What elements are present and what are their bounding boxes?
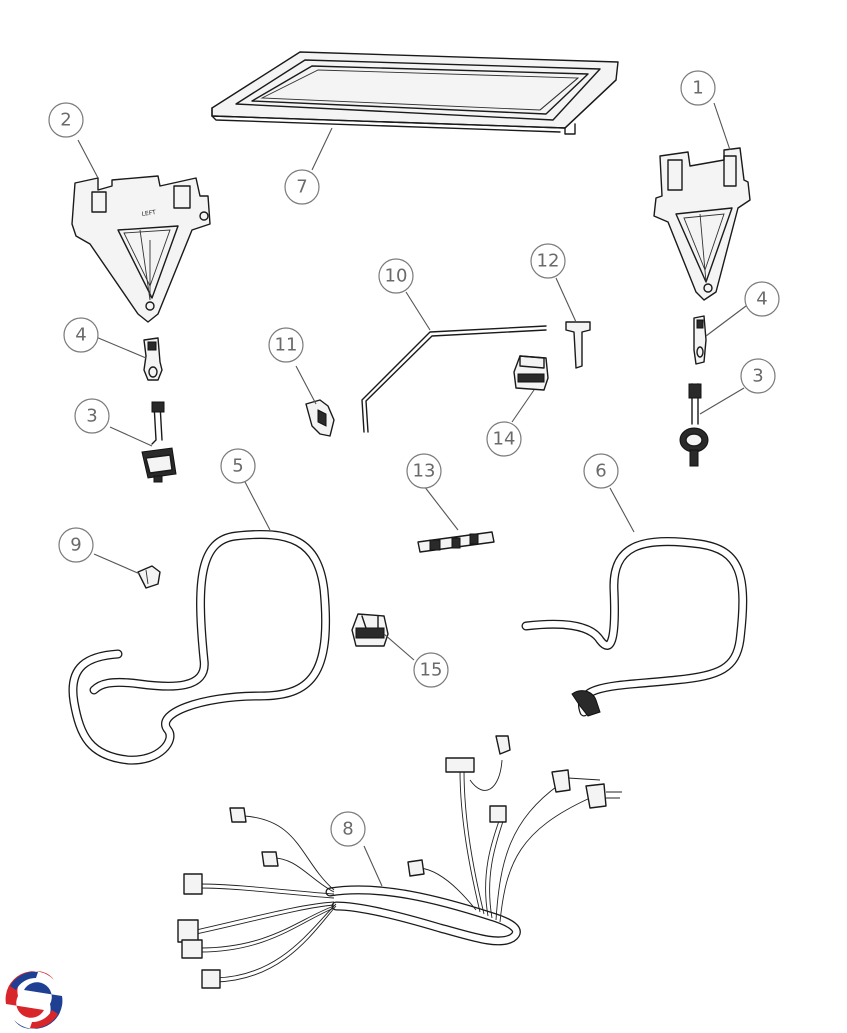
bracket-left-label: LEFT [141,209,156,218]
svg-text:13: 13 [413,461,436,482]
callout-6: 6 [583,453,619,489]
callout-15: 15 [413,652,449,688]
callout-2: 2 [48,102,84,138]
svg-text:9: 9 [70,535,81,556]
callout-7: 7 [284,169,320,205]
part-8-wiring-harness [177,735,622,989]
part-13-latch-bar [417,531,495,553]
svg-text:11: 11 [275,335,298,356]
svg-text:2: 2 [60,110,71,131]
part-15-bracket [351,613,389,647]
part-5-tube [68,529,331,765]
part-1-right-bracket [653,147,751,301]
svg-text:4: 4 [756,289,767,310]
part-12-pin [565,321,591,369]
callout-5: 5 [220,448,256,484]
part-7-door-frame [211,51,619,135]
svg-text:5: 5 [232,456,243,477]
part-4-left-clip [143,337,163,381]
svg-text:6: 6 [595,461,606,482]
part-14-switch-housing [513,355,549,391]
part-11-latch [305,399,335,437]
callout-14: 14 [486,421,522,457]
callout-4-right: 4 [744,281,780,317]
leader-lines [77,102,747,887]
callout-10: 10 [378,258,414,294]
brand-swirl-icon [4,970,64,1030]
part-3-left-switch [141,401,177,483]
svg-text:15: 15 [420,660,443,681]
svg-text:1: 1 [692,78,703,99]
callout-13: 13 [406,453,442,489]
part-6-tube [521,537,748,717]
part-9-clip [137,565,161,589]
svg-text:8: 8 [342,819,353,840]
callout-11: 11 [268,327,304,363]
callout-3-right: 3 [740,358,776,394]
svg-text:12: 12 [537,251,560,272]
part-2-left-bracket: LEFT [71,175,211,323]
svg-text:3: 3 [752,366,763,387]
svg-text:10: 10 [385,266,408,287]
svg-text:14: 14 [493,429,516,450]
part-3-right-switch [679,383,709,467]
svg-text:7: 7 [296,177,307,198]
callout-1: 1 [680,70,716,106]
callout-8: 8 [330,811,366,847]
svg-text:4: 4 [75,325,86,346]
callout-3-left: 3 [74,398,110,434]
callout-12: 12 [530,243,566,279]
callout-4-left: 4 [63,317,99,353]
part-4-right-clip [693,315,707,365]
callout-9: 9 [58,527,94,563]
svg-text:3: 3 [86,406,97,427]
part-10-rod [361,325,547,433]
